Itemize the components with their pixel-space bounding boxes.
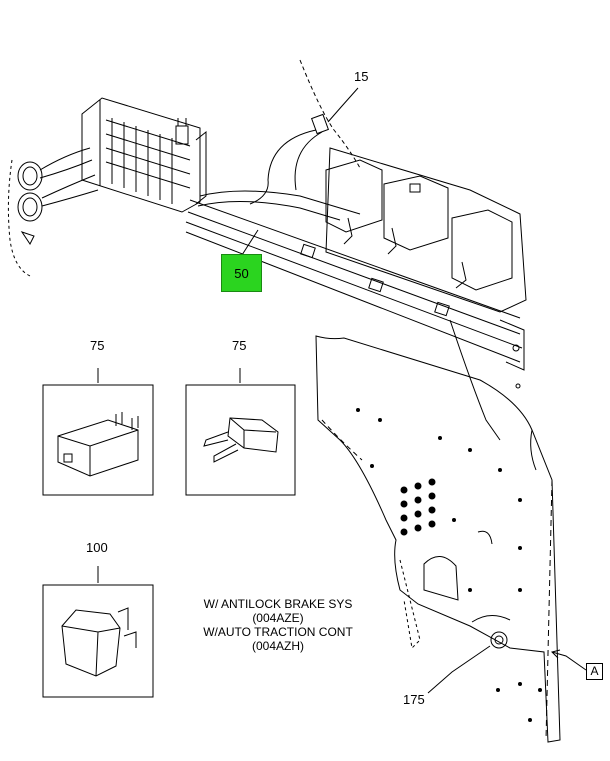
callout-175[interactable]: 175 bbox=[403, 692, 425, 707]
note-line-4: (004AZH) bbox=[251, 639, 304, 653]
control-modules bbox=[325, 147, 527, 313]
leader-lines bbox=[241, 87, 587, 694]
fuse-holder-15 bbox=[249, 59, 361, 205]
harness-wire bbox=[449, 319, 501, 441]
callout-50-highlight[interactable]: 50 bbox=[221, 254, 262, 292]
note-line-1: W/ ANTILOCK BRAKE SYS bbox=[203, 597, 353, 611]
note-line-2: (004AZE) bbox=[252, 611, 304, 625]
callout-75-relay[interactable]: 75 bbox=[90, 338, 105, 353]
option-note: W/ ANTILOCK BRAKE SYS (004AZE) W/AUTO TR… bbox=[186, 597, 370, 653]
gauge-cluster bbox=[7, 147, 99, 277]
callout-75-fuse[interactable]: 75 bbox=[232, 338, 247, 353]
fuse-panel bbox=[81, 97, 207, 213]
callout-15[interactable]: 15 bbox=[354, 69, 369, 84]
part-box-100-relay bbox=[42, 566, 154, 698]
note-line-3: W/AUTO TRACTION CONT bbox=[203, 625, 353, 639]
view-reference-a[interactable]: A bbox=[586, 663, 603, 680]
part-box-75-relay bbox=[42, 368, 154, 496]
part-box-75-fuse bbox=[185, 368, 296, 496]
callout-100[interactable]: 100 bbox=[86, 540, 108, 555]
cab-floor-panel bbox=[315, 335, 561, 743]
panel-holes bbox=[356, 408, 542, 722]
harness-rail bbox=[185, 190, 525, 389]
callout-50: 50 bbox=[234, 265, 249, 281]
